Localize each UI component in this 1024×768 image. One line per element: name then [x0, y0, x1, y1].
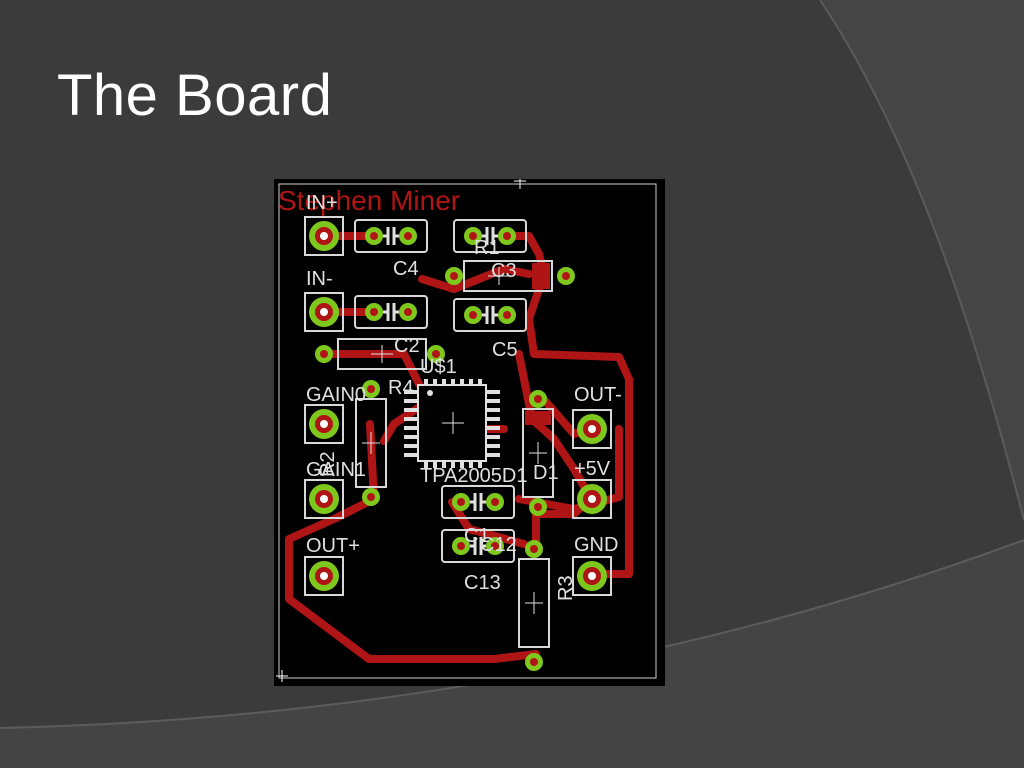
label-gain0: GAIN0 [306, 384, 366, 406]
label-r2: R2 [317, 451, 339, 477]
corner-marker [514, 179, 526, 189]
label-gain1: GAIN1 [306, 459, 366, 481]
label-in-minus: IN- [306, 268, 333, 290]
label-out-minus: OUT- [574, 384, 622, 406]
background-curve-line-right [819, 0, 1024, 521]
capacitors [354, 219, 527, 563]
trace [502, 232, 633, 578]
pad-in-minus [304, 292, 344, 332]
label-c4: C4 [393, 258, 419, 280]
pcb-board-image: Stephen Miner [274, 179, 665, 686]
capacitor-c5 [453, 298, 527, 332]
label-c2: C2 [394, 335, 420, 357]
capacitor-c3 [453, 219, 527, 253]
capacitor-c2 [354, 295, 428, 329]
resistor-r2 [355, 380, 387, 506]
trace [418, 265, 533, 293]
label-u1: U$1 [420, 356, 457, 378]
label-d1: D1 [533, 462, 559, 484]
resistor-r3 [518, 540, 550, 671]
label-c1: C1 [464, 525, 490, 547]
label-c12: C12 [480, 534, 517, 556]
origin-marker [276, 670, 288, 682]
background-curve-bottom [0, 540, 1024, 768]
slide-title: The Board [57, 63, 333, 128]
label-c3: C3 [491, 260, 517, 282]
label-ic: TPA2005D1 [420, 465, 527, 487]
resistors [315, 260, 575, 671]
background-curve-right [820, 0, 1024, 520]
resistor-r1 [445, 260, 575, 292]
label-plus5v: +5V [574, 458, 611, 480]
diode-d1 [522, 390, 554, 516]
author-label: Stephen Miner [278, 185, 460, 216]
label-c5: C5 [492, 339, 518, 361]
pad-out-plus [304, 556, 344, 596]
ic-chip-u1 [404, 379, 500, 468]
board-outline [278, 183, 657, 679]
capacitor-c4 [354, 219, 428, 253]
label-gnd: GND [574, 534, 618, 556]
label-c13: C13 [464, 572, 501, 594]
label-r1: R1 [474, 237, 500, 259]
pad-gnd [572, 556, 612, 596]
ic-pins [404, 379, 500, 468]
resistor-r4 [315, 338, 445, 370]
label-out-plus: OUT+ [306, 535, 360, 557]
pcb-layout: Stephen Miner [274, 179, 665, 686]
label-r4: R4 [388, 377, 414, 399]
pad-gain0 [304, 404, 344, 444]
pad-gain1 [304, 479, 344, 519]
pad-out-minus [572, 409, 612, 449]
label-r3: R3 [555, 575, 577, 601]
connector-pads [304, 216, 612, 596]
capacitor-c1 [441, 485, 515, 519]
trace [320, 350, 423, 388]
label-in-plus: IN+ [306, 192, 338, 214]
capacitor-c12 [441, 529, 515, 563]
pad-in-plus [304, 216, 344, 256]
pad-plus5v [572, 479, 612, 519]
